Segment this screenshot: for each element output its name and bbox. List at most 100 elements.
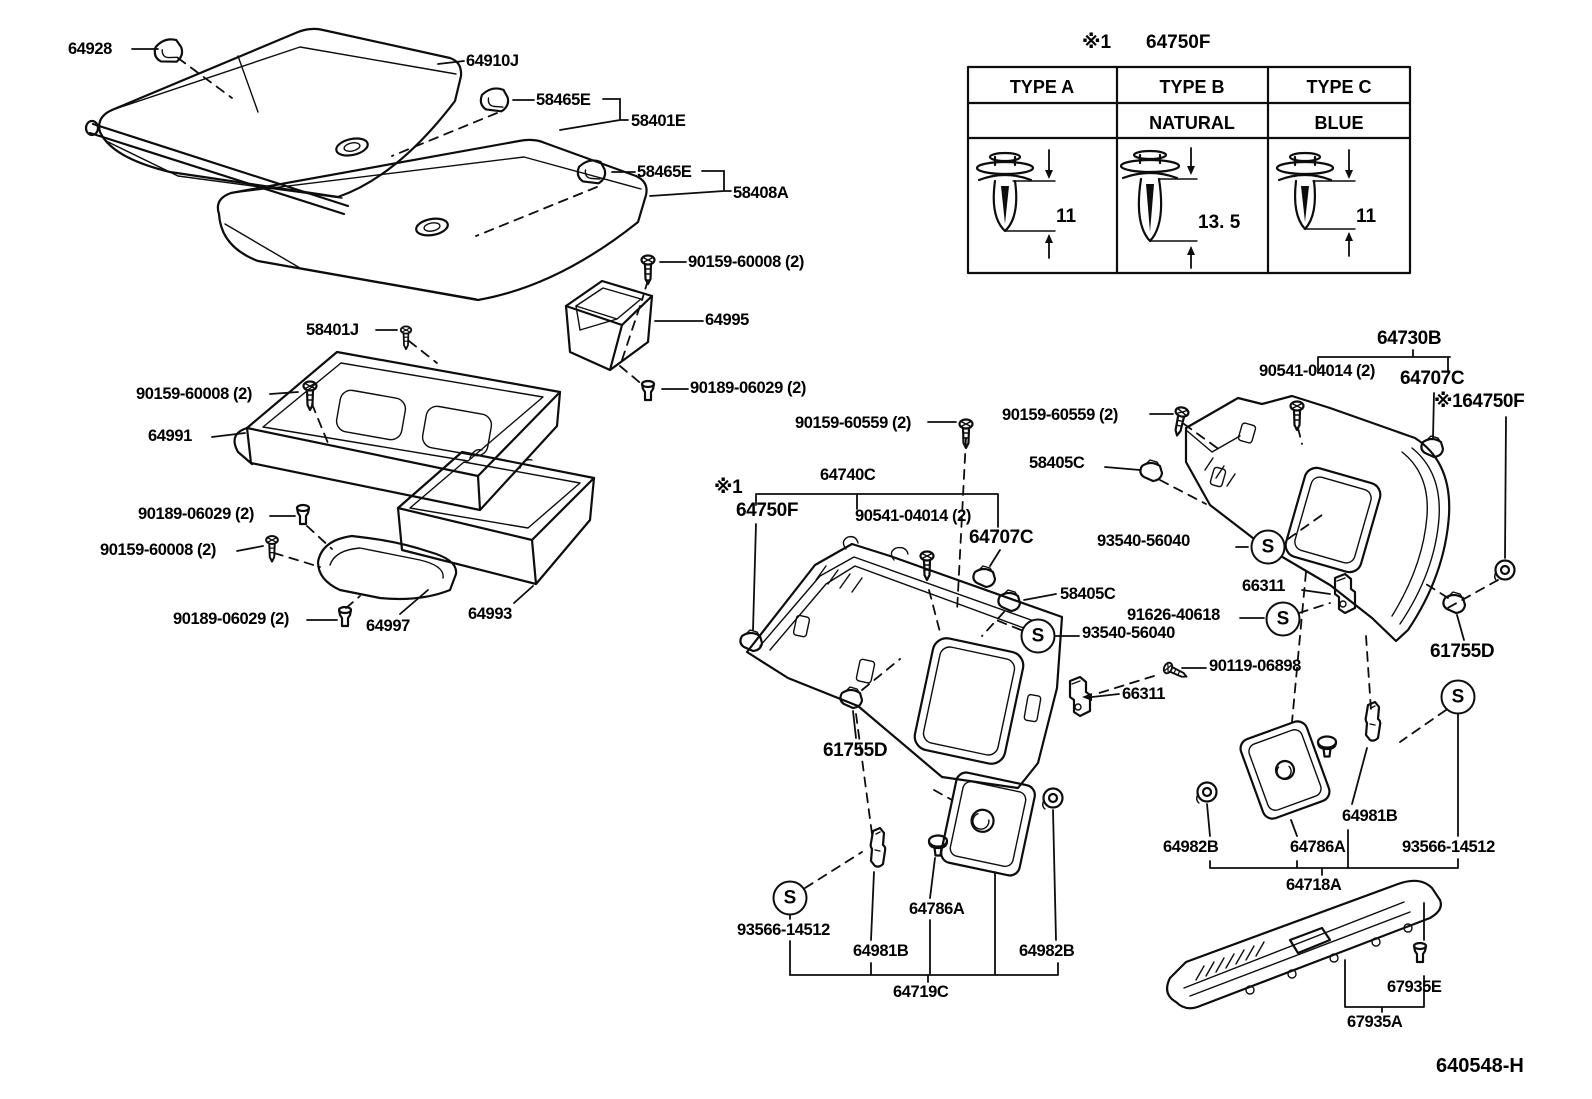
deck-trim-panel-main-drawing [745, 535, 1064, 790]
part-label-48-67935e: 67935E [1387, 978, 1442, 996]
clip-61755db-icon [1442, 590, 1467, 615]
part-label-22-64707c: 64707C [969, 527, 1034, 548]
part-label-1-64910j: 64910J [466, 52, 519, 70]
pocket-pad-right-drawing [1239, 720, 1331, 820]
part-label-37-61755d: 61755D [1430, 641, 1495, 662]
type-b-dim: 13. 5 [1198, 212, 1241, 233]
part-label-24-58405c: 58405C [1029, 454, 1085, 472]
part-label-18-64740c: 64740C [820, 466, 876, 484]
clip-58465e-icon [478, 85, 511, 116]
deck-board-64910j-drawing [84, 27, 463, 216]
part-label-25-64730b: 64730B [1377, 328, 1442, 349]
bracket-66311b-icon [1333, 572, 1357, 615]
s-standard-part-circle-1: S [1265, 601, 1301, 637]
part-label-3-58401e: 58401E [631, 112, 686, 130]
table-title-mark: ※1 [1082, 32, 1111, 53]
s-standard-part-circle-0: S [1250, 529, 1286, 565]
part-label-40-64786a: 64786A [909, 900, 965, 918]
tray-64991-drawing [233, 350, 562, 512]
hook-64981bb-icon [1364, 700, 1382, 742]
table-title: 64750F [1146, 32, 1210, 53]
part-label-31-91626-40618: 91626-40618 [1127, 606, 1220, 624]
grommet-64982bb-icon [1195, 781, 1218, 805]
part-label-5-58408a: 58408A [733, 184, 789, 202]
assembly-dashed-lines [177, 57, 1499, 889]
deck-trim-panel-right-drawing [1184, 394, 1451, 643]
part-label-23-90159-60559-2-: 90159-60559 (2) [1002, 406, 1119, 424]
part-label-34-66311: 66311 [1122, 685, 1165, 703]
screw-90541-04014b-icon [1289, 400, 1305, 432]
tray-64997-drawing [316, 534, 458, 601]
part-label-32-93540-56040: 93540-56040 [1082, 624, 1175, 642]
part-label-10-90159-60008-2-: 90159-60008 (2) [136, 385, 253, 403]
part-label-27-64707c: 64707C [1400, 368, 1465, 389]
rivet-90189-06029b-icon [295, 503, 311, 526]
part-label-33-90119-06898: 90119-06898 [1209, 657, 1301, 675]
part-label-19--1: ※1 [714, 477, 743, 498]
part-label-44-64786a: 64786A [1290, 838, 1346, 856]
clip-spec-table: ※1 64750F TYPE A TYPE B TYPE C NATURAL B… [966, 32, 1412, 275]
s-standard-part-circle-3: S [772, 880, 808, 916]
part-label-41-64982b: 64982B [1019, 942, 1075, 960]
table-col-type-a: TYPE A [1010, 77, 1074, 97]
part-label-0-64928: 64928 [68, 40, 112, 58]
clip-58405c-icon [1139, 458, 1164, 483]
part-label-8-58401j: 58401J [306, 321, 359, 339]
part-label-46-93566-14512: 93566-14512 [1402, 838, 1495, 856]
part-label-29-93540-56040: 93540-56040 [1097, 532, 1190, 550]
part-label-39-64981b: 64981B [853, 942, 909, 960]
part-label-13-90159-60008-2-: 90159-60008 (2) [100, 541, 217, 559]
pocket-pad-left-drawing [940, 771, 1036, 877]
part-label-16-64993: 64993 [468, 605, 512, 623]
part-label-7-64995: 64995 [705, 311, 749, 329]
part-label-6-90159-60008-2-: 90159-60008 (2) [688, 253, 805, 271]
screw-90159-60008b-icon [302, 380, 318, 412]
part-label-20-64750f: 64750F [736, 500, 799, 521]
rivet-90189-06029-icon [640, 379, 656, 402]
box-64995-drawing [564, 279, 654, 372]
type-a-dim: 11 [1056, 206, 1077, 227]
s-standard-part-circle-2: S [1020, 618, 1056, 654]
figure-number: 640548-H [1436, 1055, 1524, 1077]
part-label-49-67935a: 67935A [1347, 1013, 1403, 1031]
table-color-b: NATURAL [1149, 113, 1235, 133]
box-64993-drawing [396, 448, 596, 586]
table-color-c: BLUE [1315, 113, 1364, 133]
clip-61755d-icon [839, 685, 864, 710]
part-label-36-61755d: 61755D [823, 740, 888, 761]
screw-90119-06898-icon [1161, 660, 1190, 683]
rivet-67935e-icon [1412, 941, 1428, 964]
part-label-2-58465e: 58465E [536, 91, 591, 109]
leader-lines [131, 48, 1507, 1013]
part-label-17-90159-60559-2-: 90159-60559 (2) [795, 414, 912, 432]
scuff-plate-67935a-drawing [1165, 879, 1442, 1010]
grommet-64982b-icon [1041, 787, 1064, 811]
screw-90159-60008c-icon [265, 534, 279, 563]
type-c-dim: 11 [1356, 206, 1377, 227]
part-label-9-90189-06029-2-: 90189-06029 (2) [690, 379, 807, 397]
part-label-45-64981b: 64981B [1342, 807, 1398, 825]
part-label-35-66311: 66311 [1242, 577, 1285, 595]
type-c-clip-drawing: 11 [1275, 149, 1377, 257]
part-label-21-90541-04014-2-: 90541-04014 (2) [855, 507, 972, 525]
table-col-type-b: TYPE B [1159, 77, 1224, 97]
part-label-43-64982b: 64982B [1163, 838, 1219, 856]
type-b-clip-drawing: 13. 5 [1119, 147, 1241, 269]
type-a-clip-drawing: 11 [975, 149, 1077, 259]
part-label-47-64718a: 64718A [1286, 876, 1342, 894]
part-label-30-58405c: 58405C [1060, 585, 1116, 603]
pin-64786ab-icon [1316, 735, 1338, 758]
part-label-4-58465e: 58465E [637, 163, 692, 181]
part-label-12-90189-06029-2-: 90189-06029 (2) [138, 505, 255, 523]
part-label-42-64719c: 64719C [893, 983, 949, 1001]
part-label-26-90541-04014-2-: 90541-04014 (2) [1259, 362, 1376, 380]
clip-64928-icon [151, 35, 186, 68]
table-col-type-c: TYPE C [1306, 77, 1371, 97]
rivet-90189-06029c-icon [337, 605, 353, 628]
s-standard-part-circle-4: S [1440, 679, 1476, 715]
screw-58401j-icon [399, 325, 413, 351]
deck-board-58408a-drawing [216, 138, 648, 302]
part-label-38-93566-14512: 93566-14512 [737, 921, 830, 939]
